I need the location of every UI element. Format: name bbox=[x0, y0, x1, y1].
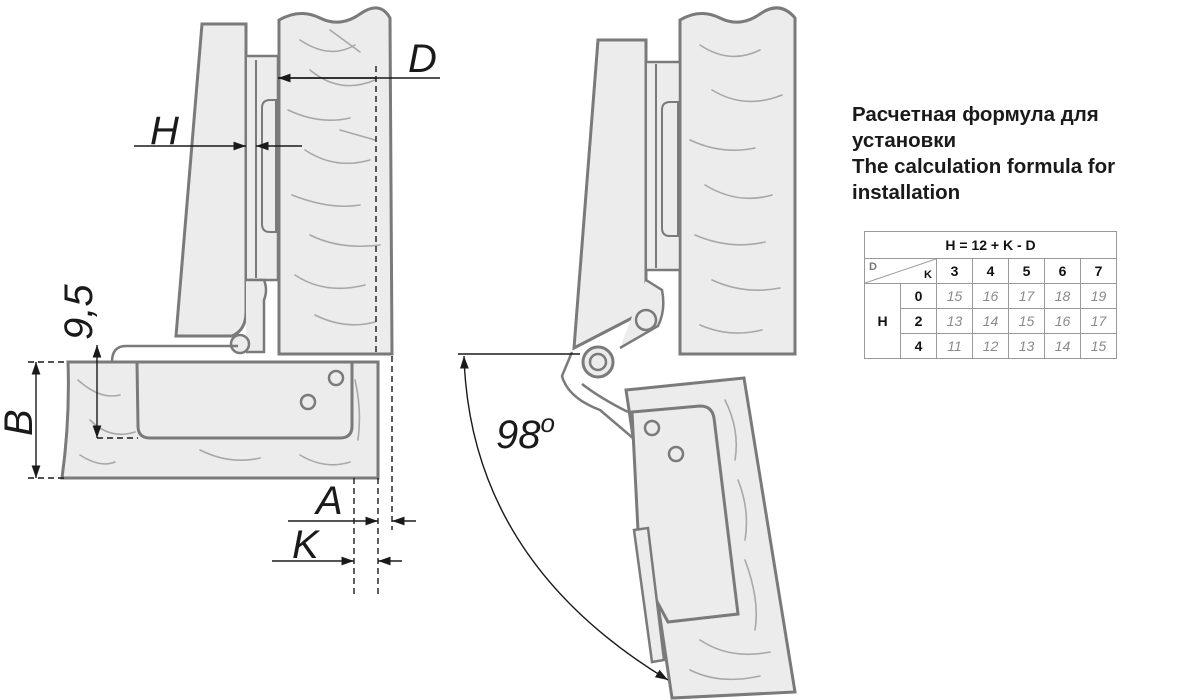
open-hinge-view: 98o bbox=[458, 6, 797, 700]
formula-title-line-3: The calculation formula for bbox=[852, 155, 1116, 178]
table-cell: 14 bbox=[1044, 333, 1081, 359]
k-header: 6 bbox=[1044, 258, 1081, 284]
d-value: 2 bbox=[900, 308, 937, 334]
hinge-arm-left bbox=[110, 22, 280, 363]
table-cell: 12 bbox=[972, 333, 1009, 359]
angle-degree-mark: o bbox=[541, 408, 555, 438]
table-cell: 18 bbox=[1044, 283, 1081, 309]
corner-diagonal bbox=[865, 259, 936, 283]
table-cell: 19 bbox=[1080, 283, 1117, 309]
table-cell: 15 bbox=[1008, 308, 1045, 334]
door-panel-left bbox=[277, 6, 394, 356]
table-cell: 13 bbox=[936, 308, 973, 334]
corner-d-label: D bbox=[869, 261, 877, 273]
table-cell: 17 bbox=[1080, 308, 1117, 334]
corner-k-label: K bbox=[924, 269, 932, 281]
label-9-5: 9,5 bbox=[57, 284, 101, 340]
label-h: H bbox=[150, 109, 179, 153]
k-header: 3 bbox=[936, 258, 973, 284]
k-header: 5 bbox=[1008, 258, 1045, 284]
hinge-arm-right bbox=[560, 38, 682, 445]
formula-title-line-1: Расчетная формула для bbox=[852, 103, 1099, 126]
table-cell: 11 bbox=[936, 333, 973, 359]
label-a: A bbox=[314, 479, 343, 523]
k-header: 4 bbox=[972, 258, 1009, 284]
table-cell: 15 bbox=[936, 283, 973, 309]
k-header: 7 bbox=[1080, 258, 1117, 284]
label-b: B bbox=[0, 409, 41, 436]
table-cell: 17 bbox=[1008, 283, 1045, 309]
table-row: 4 11 12 13 14 15 bbox=[865, 333, 1117, 359]
calculation-table: H = 12 + K - D D K 3 4 5 6 7 H 0 15 16 1… bbox=[864, 231, 1117, 359]
label-d: D bbox=[408, 37, 437, 81]
table-cell: 13 bbox=[1008, 333, 1045, 359]
table-cell: 14 bbox=[972, 308, 1009, 334]
table-row: H 0 15 16 17 18 19 bbox=[864, 283, 1117, 359]
dimension-lines-left bbox=[28, 66, 440, 596]
table-cell: 15 bbox=[1080, 333, 1117, 359]
side-panel-right bbox=[678, 6, 797, 356]
h-row-label: H bbox=[864, 283, 901, 359]
table-cell: 16 bbox=[1044, 308, 1081, 334]
closed-hinge-view: D H 9,5 B A K bbox=[0, 6, 440, 596]
door-lower-left bbox=[60, 360, 380, 480]
table-cell: 16 bbox=[972, 283, 1009, 309]
label-k: K bbox=[292, 523, 321, 567]
formula-title: Расчетная формула для установки The calc… bbox=[852, 102, 1172, 206]
corner-cell: D K bbox=[864, 258, 937, 284]
formula-cell: H = 12 + K - D bbox=[864, 231, 1117, 259]
formula-title-line-2: установки bbox=[852, 129, 957, 152]
d-value: 4 bbox=[900, 333, 937, 359]
angle-indicator bbox=[458, 353, 669, 681]
label-angle: 98o bbox=[496, 408, 555, 457]
angle-value: 98 bbox=[496, 413, 541, 457]
table-row: 2 13 14 15 16 17 bbox=[865, 308, 1117, 334]
formula-title-line-4: installation bbox=[852, 181, 961, 204]
d-value: 0 bbox=[900, 283, 937, 309]
open-door bbox=[624, 376, 797, 700]
